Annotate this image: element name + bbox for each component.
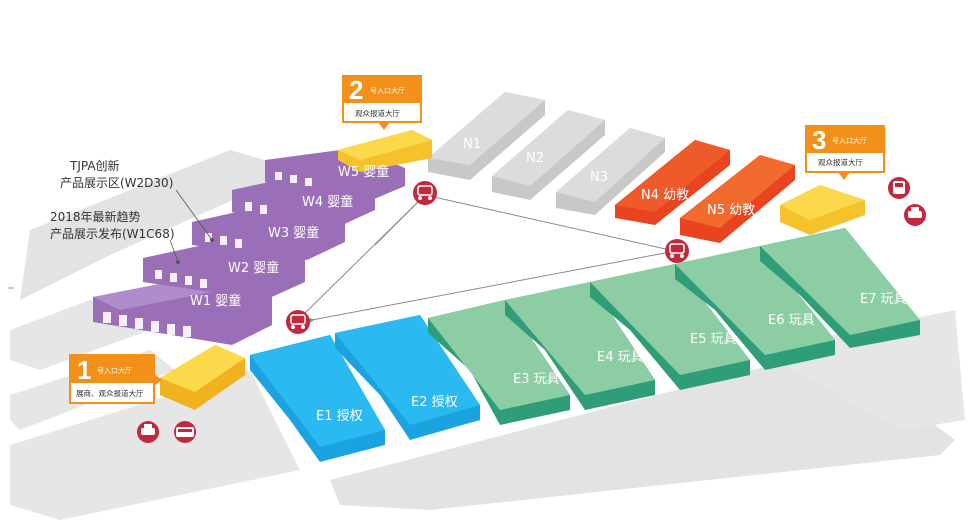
taxi-icon	[904, 204, 926, 226]
hall-label-e4: E4 玩具	[597, 350, 644, 365]
entrance-2-subtitle: 观众报道大厅	[355, 108, 400, 118]
entrance-2-number: 2	[349, 75, 363, 105]
annotations: TJPA创新 产品展示区(W2D30) 2018年最新趋势 产品展示发布(W1C…	[50, 158, 214, 264]
shuttle-cart-icon	[665, 239, 689, 263]
annotation-new-line1: 2018年最新趋势	[50, 209, 141, 224]
hall-labels: W1 婴童 W2 婴童 W3 婴童 W4 婴童 W5 婴童 N1 N2 N3 N…	[190, 137, 907, 424]
hall-label-e2: E2 授权	[411, 394, 458, 410]
entrance-3-title: 号入口大厅	[832, 136, 867, 145]
entrance-1-number: 1	[77, 355, 91, 385]
entrance-halls	[160, 130, 865, 410]
annotation-tjpa-line1: TJPA创新	[69, 158, 120, 173]
hall-label-w1: W1 婴童	[190, 293, 241, 309]
hall-label-w4: W4 婴童	[302, 194, 353, 210]
walkway-arrows	[298, 190, 673, 324]
entrance-1-title: 号入口大厅	[97, 366, 132, 375]
hall-label-w3: W3 婴童	[268, 225, 319, 241]
entrance-3-number: 3	[812, 125, 826, 155]
hall-label-n5: N5 幼教	[707, 202, 755, 218]
entrance-1-subtitle: 展商、观众报道大厅	[76, 388, 144, 398]
hall-group-e-blue	[250, 315, 480, 462]
hall-label-e7: E7 玩具	[860, 292, 907, 307]
bus-icon	[174, 421, 196, 443]
bus-icon	[888, 177, 910, 199]
shuttle-cart-icon	[286, 310, 310, 334]
entrance-2-title: 号入口大厅	[370, 86, 405, 95]
hall-group-n	[428, 92, 665, 215]
entrance-tag-1: 1 号入口大厅 展商、观众报道大厅	[69, 354, 162, 404]
hall-label-n4: N4 幼教	[641, 187, 689, 203]
annotation-new-line2: 产品展示发布(W1C68)	[50, 226, 175, 241]
hall-label-w5: W5 婴童	[338, 164, 389, 180]
hall-group-n-orange	[615, 140, 795, 243]
hall-label-n1: N1	[463, 137, 481, 152]
entrance-3-subtitle: 观众报道大厅	[818, 157, 863, 167]
hall-group-e-green	[428, 228, 920, 425]
taxi-icon	[137, 421, 159, 443]
hall-label-w2: W2 婴童	[228, 260, 279, 276]
hall-group-w	[93, 148, 405, 345]
hall-label-n3: N3	[590, 170, 608, 185]
hall-label-n2: N2	[526, 151, 544, 166]
annotation-tjpa-line2: 产品展示区(W2D30)	[60, 176, 173, 190]
ground-area	[10, 150, 965, 520]
hall-label-e1: E1 授权	[316, 408, 363, 424]
entrance-tag-2: 2 号入口大厅 观众报道大厅	[342, 75, 422, 130]
shuttle-cart-icon	[413, 181, 437, 205]
entrance-tag-3: 3 号入口大厅 观众报道大厅	[805, 125, 885, 180]
hall-label-e6: E6 玩具	[768, 313, 815, 328]
hall-label-e3: E3 玩具	[513, 372, 560, 387]
hall-label-e5: E5 玩具	[690, 332, 737, 347]
